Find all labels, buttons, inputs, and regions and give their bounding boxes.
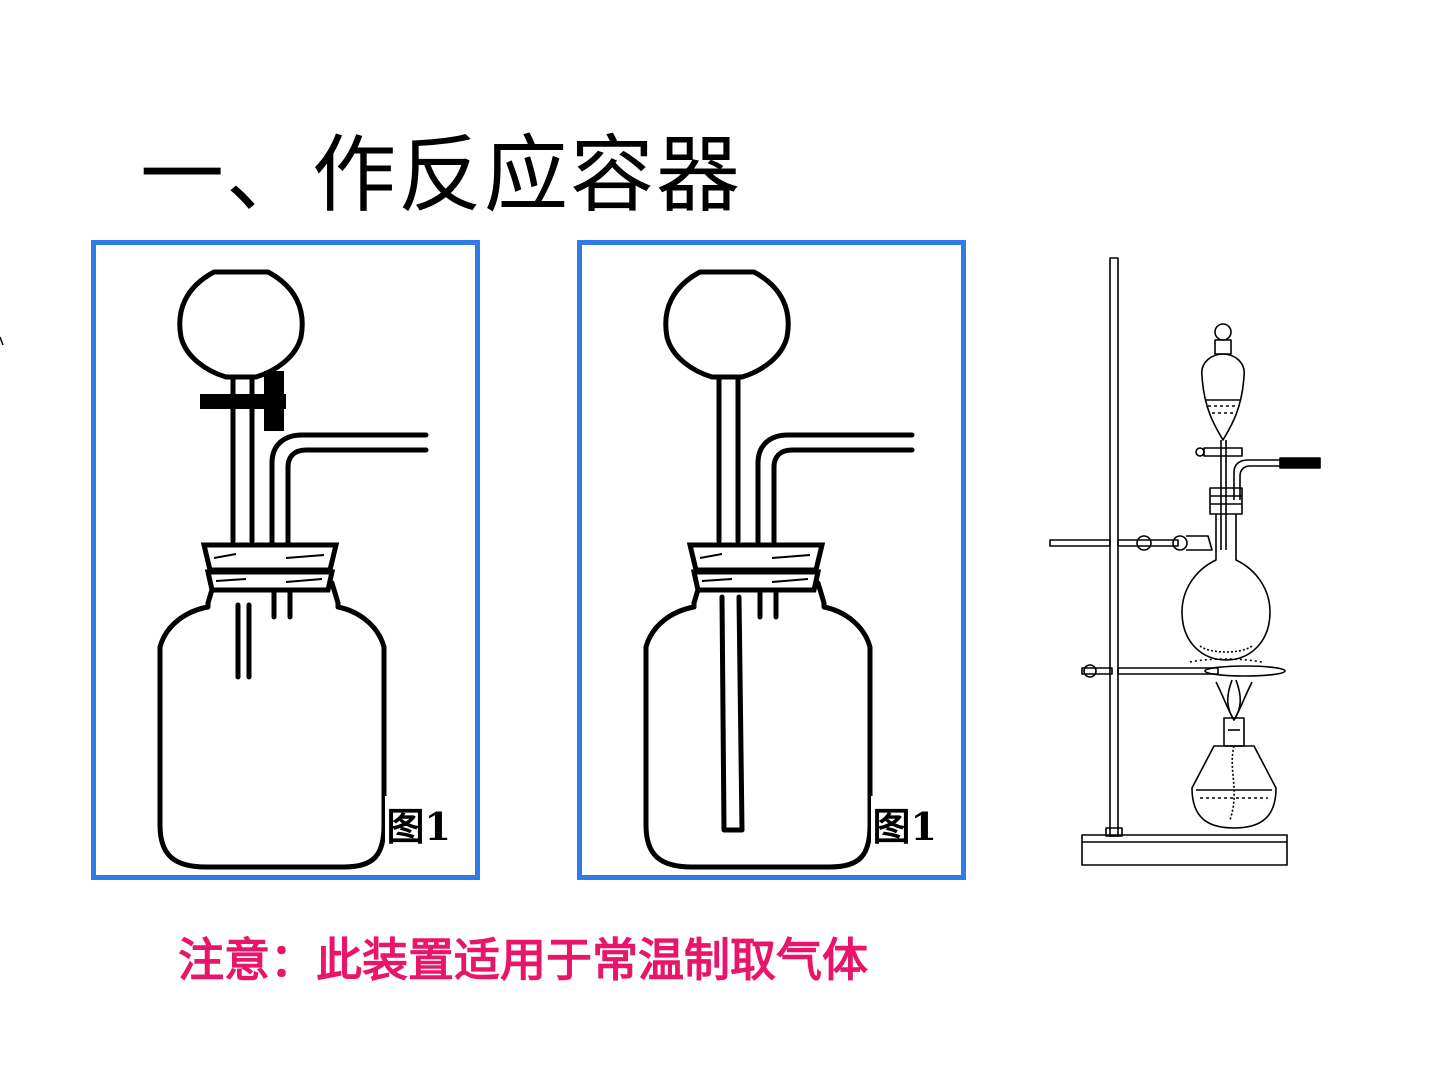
note-text: 注意：此装置适用于常温制取气体 bbox=[178, 933, 868, 987]
figure-panel-long-neck-funnel: 图1 bbox=[577, 240, 966, 880]
slide-title: 一、作反应容器 bbox=[140, 126, 743, 224]
figure-panel-separatory-funnel: 图1 bbox=[91, 240, 480, 880]
edge-mark bbox=[0, 332, 4, 346]
apparatus-long-neck-funnel-bottle bbox=[643, 269, 915, 870]
apparatus-separatory-funnel-bottle bbox=[157, 269, 429, 870]
heating-apparatus-iron-stand bbox=[1040, 250, 1330, 879]
figure-label-1: 图1 bbox=[384, 796, 453, 851]
figure-label-2: 图1 bbox=[870, 796, 939, 851]
iron-stand-diagram bbox=[1049, 257, 1321, 866]
